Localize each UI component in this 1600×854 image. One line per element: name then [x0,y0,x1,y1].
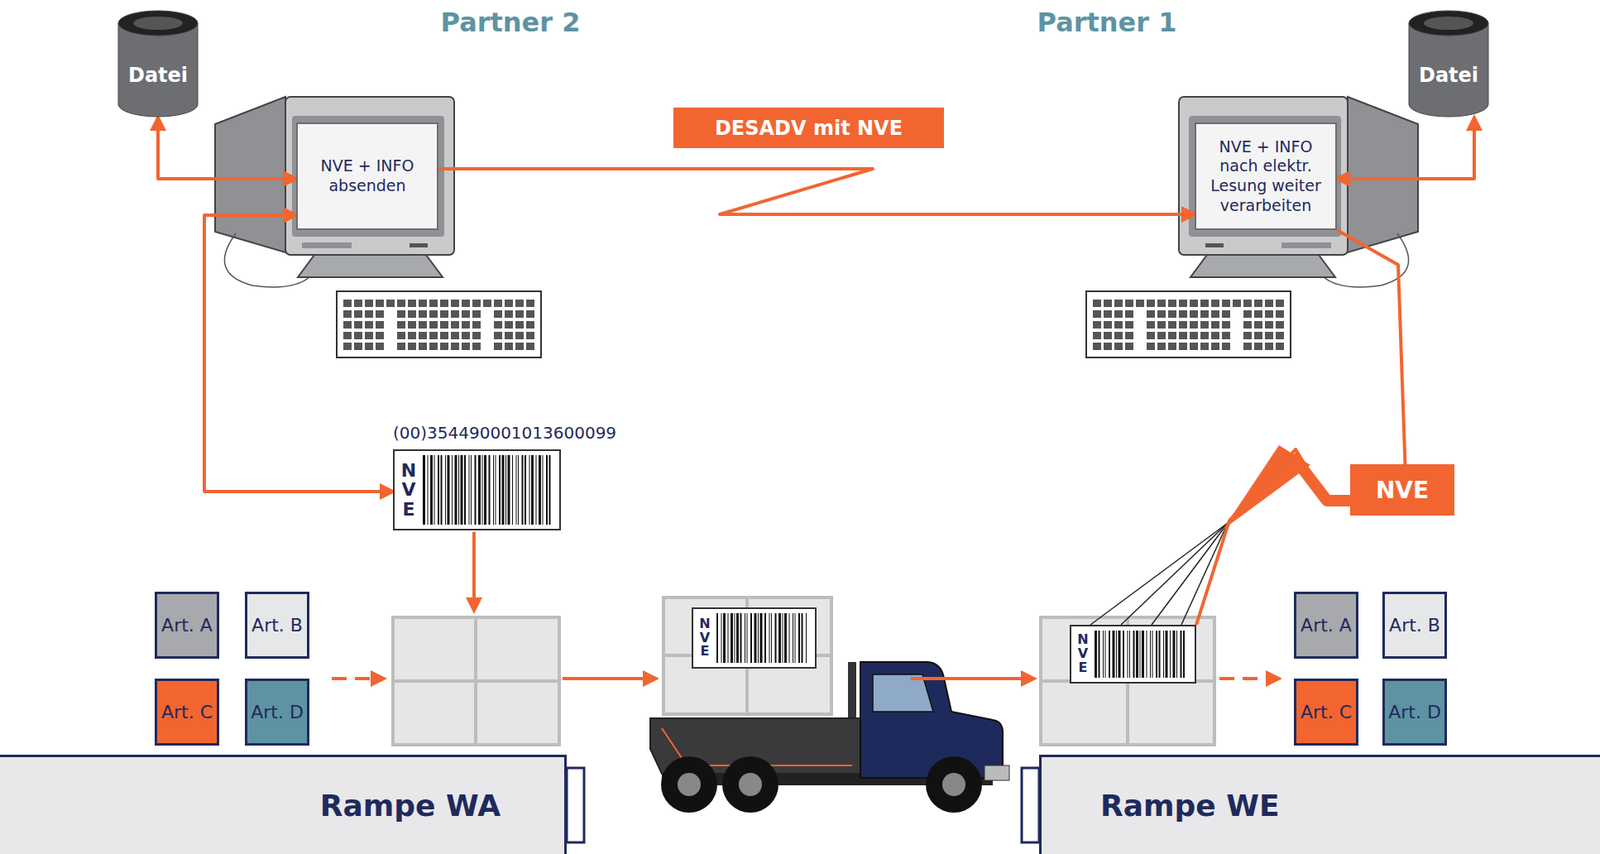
article-box: Art. D [1382,678,1447,746]
barcode-label: NVE [691,607,817,669]
file-cylinder: Datei [1408,9,1490,118]
barcode-tag: NVE [1076,632,1090,675]
truck [650,661,1010,813]
node-text: NVE + INFO nach elektr. Lesung weiter ve… [1201,137,1331,216]
edge-label: DESADV mit NVE [714,116,903,140]
barcode-label: NVE [1069,624,1197,684]
node-text: Art. D [250,701,304,723]
ramp-band: Rampe WA [0,754,567,854]
article-box: Art. A [154,591,220,659]
monitor-right [1178,96,1418,288]
node-text: Art. B [251,614,303,636]
article-box: Art. C [154,678,220,746]
article-box: Art. C [1293,678,1359,746]
pallet-truck [663,597,832,714]
keyboard-right [1086,291,1291,358]
barcode-label: (00)354490001013600099NVE [392,449,561,531]
barcode-bars [422,455,555,525]
edge-label-box: NVE [1350,464,1455,516]
barcode-tag: NVE [399,460,418,518]
article-box: Art. D [244,678,310,746]
article-box: Art. B [1382,591,1447,659]
node-text: Art. B [1389,614,1441,636]
pallet-left [392,617,560,745]
node-text: Datei [1418,63,1479,87]
keyboard-left [336,291,542,358]
barcode-number: (00)354490001013600099 [392,422,617,443]
barcode-bars [716,613,810,663]
flow-connector [1196,229,1407,625]
node-text: Art. A [161,614,213,636]
monitor-screen: NVE + INFO nach elektr. Lesung weiter ve… [1194,122,1337,230]
ramp-band: Rampe WE [1039,754,1600,854]
partner-heading: Partner 1 [1037,6,1178,39]
node-text: Rampe WE [1100,788,1280,823]
monitor-left [215,96,455,288]
flow-connector [1336,117,1475,179]
barcode-tag: NVE [698,617,712,659]
node-text: Art. C [1300,701,1352,723]
node-text: Art. A [1300,614,1352,636]
edge-label-box: DESADV mit NVE [673,107,944,149]
article-box: Art. A [1293,591,1359,659]
ramp-bracket [566,767,585,843]
flow-connector [158,117,297,179]
node-text: Art. C [161,701,213,723]
node-text: Art. D [1388,701,1442,723]
article-box: Art. B [244,591,310,659]
flow-connector [438,168,1195,215]
partner-heading: Partner 2 [440,6,581,39]
node-text: Rampe WA [320,788,501,823]
ramp-bracket [1021,767,1040,843]
pallet-right [1040,617,1215,745]
node-text: Datei [128,63,188,87]
barcode-bars [1094,630,1190,678]
monitor-screen: NVE + INFO absenden [296,122,439,230]
file-cylinder: Datei [117,9,199,118]
flow-arrows [331,531,1280,679]
flow-connector [204,215,393,492]
node-text: NVE + INFO absenden [302,156,432,197]
edge-label: NVE [1375,476,1429,504]
